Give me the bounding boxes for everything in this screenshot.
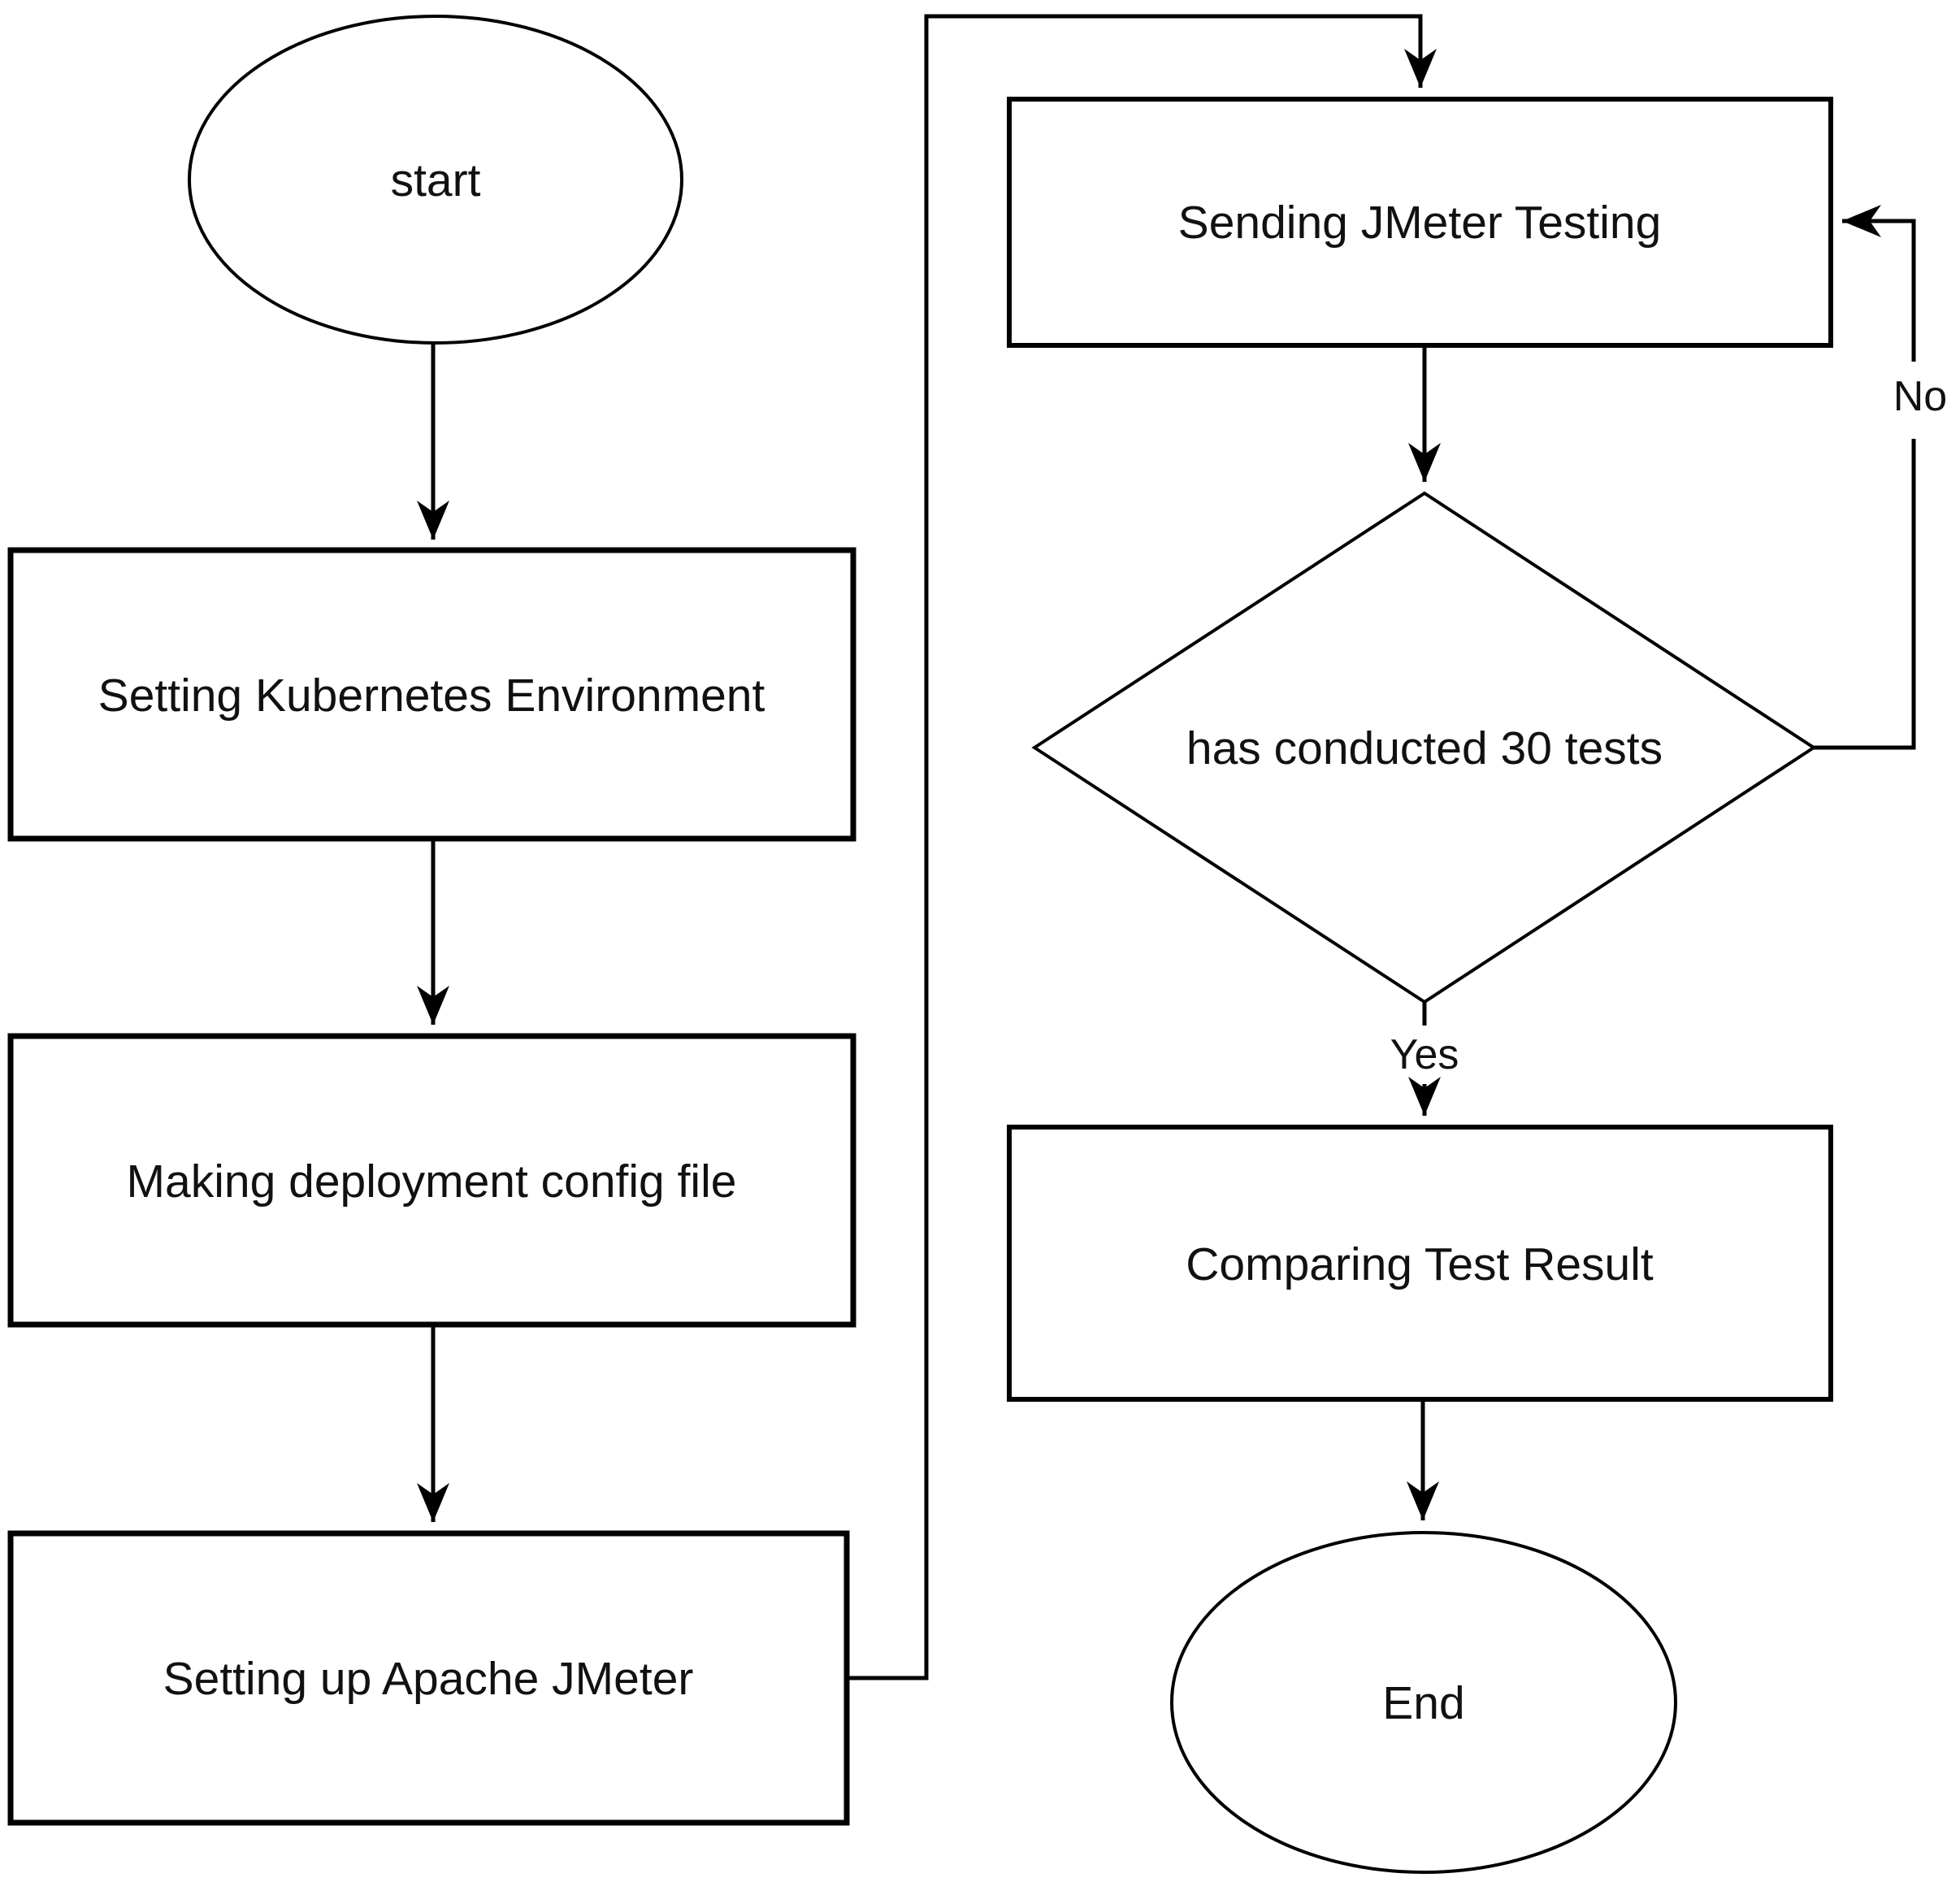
edge-jmeter-to-sending xyxy=(847,14,1437,1680)
comparing-result-node xyxy=(1007,1125,1833,1402)
decision-diamond xyxy=(1031,491,1817,1004)
setting-kubernetes-node xyxy=(7,547,856,842)
no-edge-label: No xyxy=(1893,373,1947,420)
end-label: End xyxy=(1382,1677,1464,1729)
yes-edge-label: Yes xyxy=(1390,1031,1459,1078)
setting-jmeter-node xyxy=(7,1530,850,1826)
edge-no-return-to-sending xyxy=(1842,205,1916,362)
decision-label: has conducted 30 tests xyxy=(1186,722,1663,774)
edge-decision-no-segment xyxy=(1814,439,1916,750)
setting-jmeter-label: Setting up Apache JMeter xyxy=(163,1653,694,1705)
setting-kubernetes-label: Setting Kubernetes Environment xyxy=(98,670,765,722)
making-config-label: Making deployment config file xyxy=(127,1156,737,1208)
sending-jmeter-node xyxy=(1007,97,1833,348)
sending-jmeter-label: Sending JMeter Testing xyxy=(1178,197,1662,249)
comparing-result-label: Comparing Test Result xyxy=(1186,1238,1654,1290)
end-node xyxy=(1170,1531,1677,1874)
start-label: start xyxy=(391,154,481,206)
making-config-node xyxy=(7,1033,856,1328)
start-node xyxy=(188,15,683,345)
